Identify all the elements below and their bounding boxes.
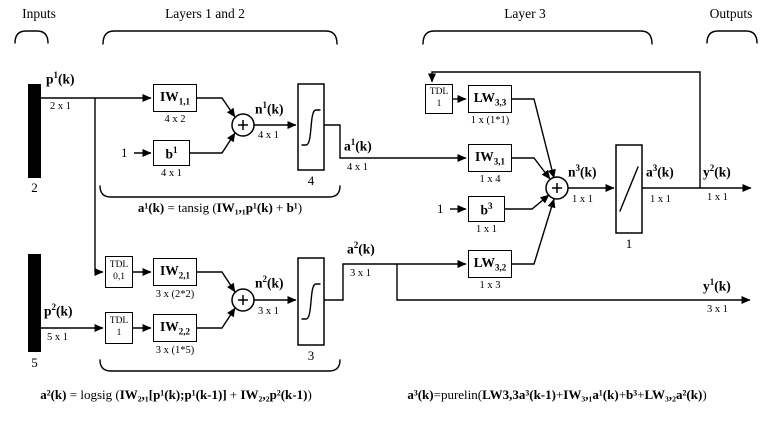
transfer-curves bbox=[301, 109, 639, 320]
y1-output-line bbox=[396, 264, 751, 304]
lw33-weight-box: LW3,3 bbox=[468, 85, 512, 113]
layer2-bottom-brace bbox=[99, 359, 341, 372]
plus-icon bbox=[238, 120, 248, 130]
section-label-outputs: Outputs bbox=[709, 6, 753, 21]
transfer-boxes bbox=[297, 83, 643, 346]
layer3-bias-input-label: 1 bbox=[437, 201, 444, 216]
iw21-weight-box: IW2,1 bbox=[153, 258, 197, 286]
section-label-layers12: Layers 1 and 2 bbox=[165, 6, 245, 21]
a3-feedback-line bbox=[428, 71, 701, 188]
a1-dim-label: 4 x 1 bbox=[347, 162, 368, 173]
logsig-curve-icon bbox=[301, 283, 321, 320]
lw33-to-sum3-line bbox=[512, 98, 556, 179]
a3-dim-label: 1 x 1 bbox=[650, 194, 671, 205]
y2-signal-label: y2(k) bbox=[703, 163, 731, 180]
tansig-curve-icon bbox=[301, 109, 321, 146]
a2-dim-label: 3 x 1 bbox=[350, 268, 371, 279]
b3-dim-label: 1 x 1 bbox=[476, 224, 497, 235]
iw22-dim-label: 3 x (1*5) bbox=[155, 345, 195, 356]
a3-signal-label: a3(k) bbox=[646, 163, 674, 180]
p1-signal-label: p1(k) bbox=[46, 70, 75, 87]
n3-signal-label: n3(k) bbox=[568, 163, 597, 180]
iw21-dim-label: 3 x (2*2) bbox=[155, 289, 195, 300]
plus-icon bbox=[552, 183, 562, 193]
b3-to-sum3-line bbox=[505, 194, 550, 210]
a1-signal-label: a1(k) bbox=[344, 137, 372, 154]
iw11-to-sum1-line bbox=[197, 97, 236, 118]
section-braces bbox=[14, 30, 758, 372]
layers12-brace bbox=[102, 30, 338, 45]
input1-bar bbox=[28, 84, 41, 178]
section-label-inputs: Inputs bbox=[22, 6, 56, 21]
iw31-weight-box: IW3,1 bbox=[468, 144, 512, 172]
iw11-weight-box: IW1,1 bbox=[153, 84, 197, 112]
outputs-brace bbox=[706, 30, 758, 44]
layer3-equation: a³(k)=purelin(LW3,3a³(k-1)+IW₃,₁a¹(k)+b³… bbox=[407, 387, 707, 402]
n1-dim-label: 4 x 1 bbox=[258, 130, 279, 141]
b1-to-sum1-line bbox=[190, 132, 236, 154]
sum-plus-signs bbox=[238, 120, 562, 305]
iw31-dim-label: 1 x 4 bbox=[479, 174, 501, 185]
b1-bias-box: b1 bbox=[153, 140, 190, 166]
iw31-to-sum3-line bbox=[512, 157, 551, 180]
section-label-layer3: Layer 3 bbox=[504, 6, 546, 21]
n3-dim-label: 1 x 1 bbox=[572, 194, 593, 205]
layer1-bottom-brace bbox=[99, 185, 341, 198]
iw22-weight-box: IW2,2 bbox=[153, 314, 197, 342]
a2-to-lw32-line bbox=[324, 260, 467, 301]
lw32-dim-label: 1 x 3 bbox=[479, 280, 501, 291]
lw33-dim-label: 1 x (1*1) bbox=[470, 115, 510, 126]
input2-size-label: 5 bbox=[31, 355, 38, 370]
p1-dim-label: 2 x 1 bbox=[50, 101, 71, 112]
purelin-line-icon bbox=[619, 166, 639, 212]
layer3-brace bbox=[422, 30, 653, 45]
connection-lines bbox=[41, 71, 752, 332]
b3-bias-box: b3 bbox=[468, 196, 505, 222]
purelin-box bbox=[615, 144, 643, 234]
layer2-equation: a²(k) = logsig (IW₂,₁[p¹(k);p¹(k-1)] + I… bbox=[40, 387, 312, 402]
plus-icon bbox=[238, 295, 248, 305]
iw11-dim-label: 4 x 2 bbox=[164, 114, 186, 125]
layer1-equation: a¹(k) = tansig (IW₁,₁p¹(k) + b¹) bbox=[137, 200, 303, 215]
lw32-weight-box: LW3,2 bbox=[468, 250, 512, 278]
y1-dim-label: 3 x 1 bbox=[707, 304, 728, 315]
input2-bar bbox=[28, 254, 41, 352]
y1-signal-label: y1(k) bbox=[703, 277, 731, 294]
lw32-to-sum3-line bbox=[512, 198, 556, 265]
a1-to-iw31-line bbox=[324, 124, 467, 162]
p1-branch-to-tdl-line bbox=[94, 98, 104, 276]
n1-signal-label: n1(k) bbox=[255, 100, 284, 117]
iw22-to-sum2-line bbox=[197, 307, 236, 329]
b1-dim-label: 4 x 1 bbox=[161, 168, 182, 179]
layer1-size-label: 4 bbox=[307, 173, 315, 188]
p2-dim-label: 5 x 1 bbox=[47, 332, 68, 343]
p2-signal-label: p2(k) bbox=[44, 302, 73, 319]
y2-dim-label: 1 x 1 bbox=[707, 192, 728, 203]
n2-signal-label: n2(k) bbox=[255, 274, 284, 291]
a2-signal-label: a2(k) bbox=[347, 240, 375, 257]
iw21-to-sum2-line bbox=[197, 271, 236, 293]
inputs-brace bbox=[14, 30, 49, 44]
input1-size-label: 2 bbox=[31, 180, 38, 195]
layer3-size-label: 1 bbox=[625, 236, 633, 251]
layer1-bias-input-label: 1 bbox=[121, 145, 128, 160]
layer2-size-label: 3 bbox=[307, 348, 315, 363]
n2-dim-label: 3 x 1 bbox=[258, 306, 279, 317]
